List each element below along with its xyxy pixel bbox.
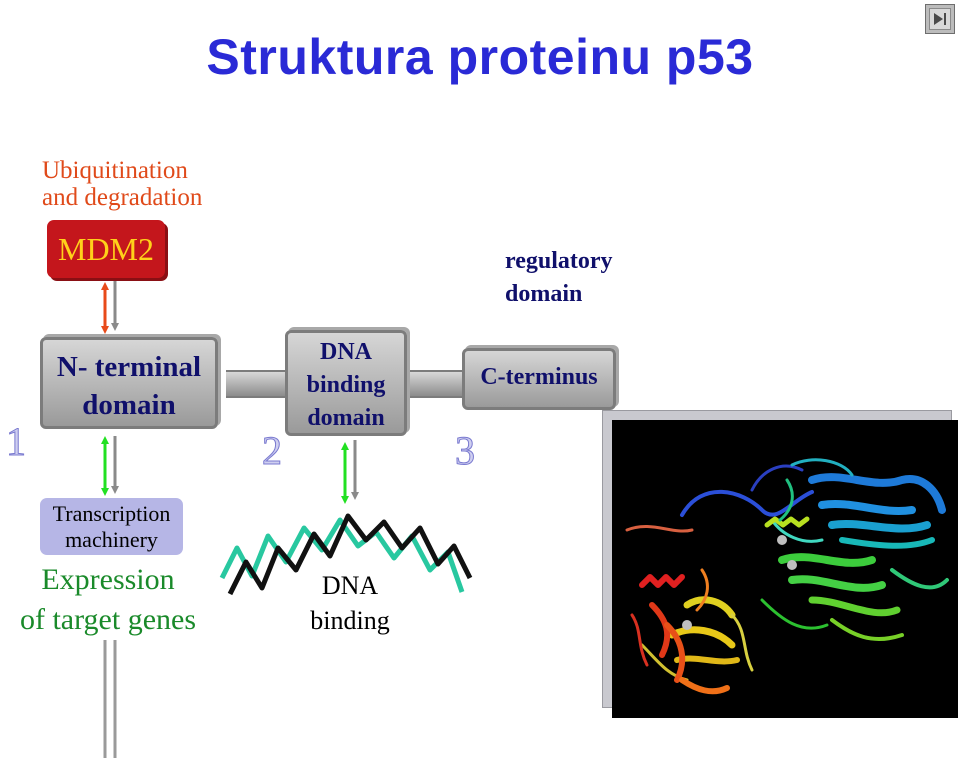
domain-number-2: 2 [262,428,283,474]
expression-line-2: of target genes [19,603,197,636]
regulatory-line-1: regulatory [505,248,613,274]
dna-binding-label: DNA binding [290,568,410,638]
ubiquitination-line-1: Ubiquitination [42,157,188,184]
expression-label: Expression of target genes [0,560,216,640]
dna-domain-line-3: domain [307,405,385,431]
protein-structure-image [612,420,958,718]
regulatory-line-2: domain [505,281,583,307]
dna-helix [219,513,473,596]
page-title: Struktura proteinu p53 [206,29,754,85]
n-terminal-line-1: N- terminal [56,351,202,383]
connector-bar-left [226,370,286,398]
expression-line-1: Expression [41,563,175,596]
dna-domain-line-1: DNA [320,339,372,365]
n-terminal-domain-box: N- terminal domain [40,337,218,429]
connector-bar-right [410,370,464,398]
dna-binding-line-1: DNA [321,571,379,600]
next-slide-button[interactable] [925,4,955,34]
next-slide-icon [929,8,951,30]
transcription-machinery-box: Transcription machinery [40,498,183,555]
protein-ribbon-render [625,458,949,695]
ubiquitination-line-2: and degradation [42,184,203,211]
mdm2-box: MDM2 [47,220,165,278]
dna-binding-domain-box: DNA binding domain [285,330,407,436]
transcription-line-2: machinery [65,527,158,552]
regulatory-domain-label: regulatory domain [505,245,613,311]
ubiquitination-label: Ubiquitination and degradation [42,157,202,211]
domain-number-1: 1 [6,419,27,465]
domain-number-3: 3 [455,428,476,474]
c-terminus-box: C-terminus [462,348,616,410]
dna-domain-line-2: binding [306,372,386,398]
transcription-line-1: Transcription [52,501,171,526]
dna-binding-line-2: binding [310,606,390,635]
n-terminal-line-2: domain [82,389,176,421]
